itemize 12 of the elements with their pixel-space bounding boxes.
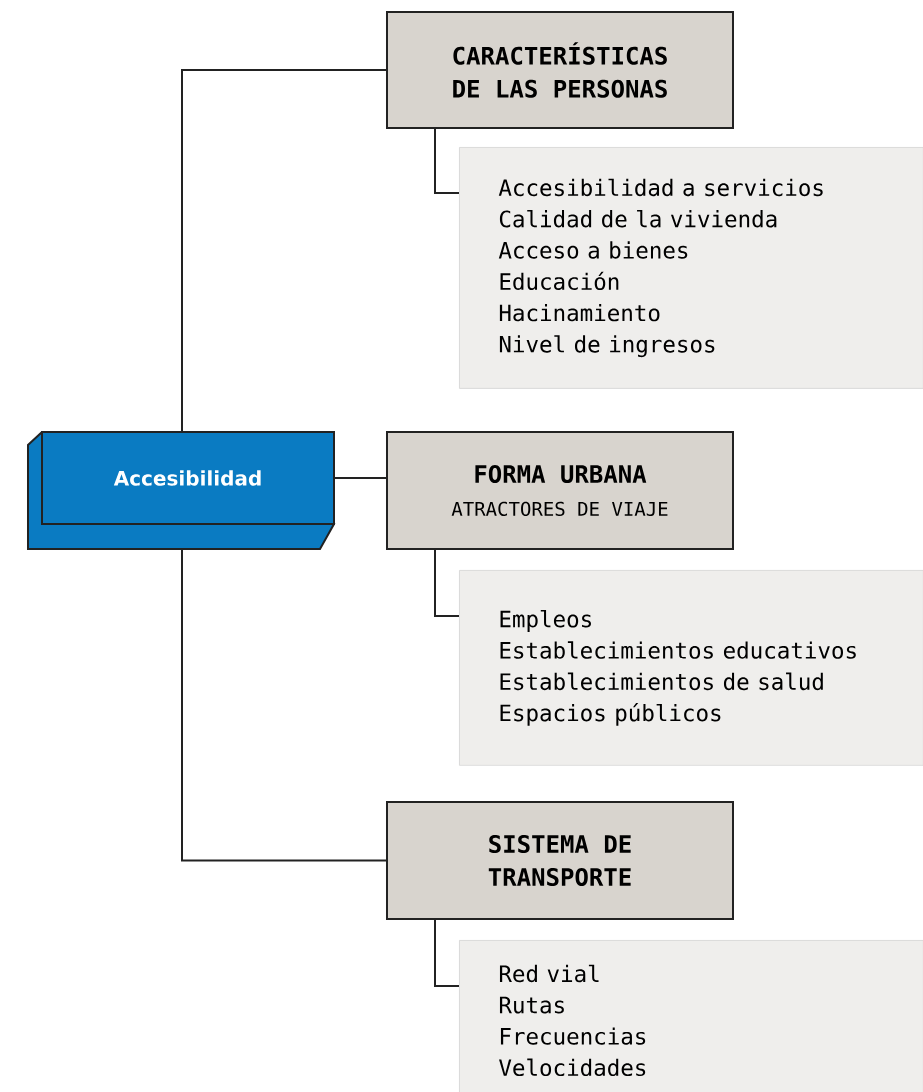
- list-box: Empleos Establecimientos educativos Establecimientos de salud Espacios públicos: [459, 570, 923, 766]
- connector-line: [181, 549, 387, 862]
- connector-line: [434, 549, 460, 617]
- connector-line: [334, 477, 387, 479]
- list-box: Red vial Rutas Frecuencias Velocidades: [459, 940, 923, 1092]
- category-box: CARACTERÍSTICAS DE LAS PERSONAS: [386, 11, 734, 129]
- connector-line: [434, 919, 460, 987]
- list-box: Accesibilidad a servicios Calidad de la vivienda Acceso a bienes Educación Hacinamiento Nivel de ingresos: [459, 147, 923, 389]
- connector-line: [434, 128, 460, 194]
- category-box: SISTEMA DE TRANSPORTE: [386, 801, 734, 920]
- category-box: FORMA URBANA ATRACTORES DE VIAJE: [386, 431, 734, 550]
- connector-line: [181, 69, 387, 432]
